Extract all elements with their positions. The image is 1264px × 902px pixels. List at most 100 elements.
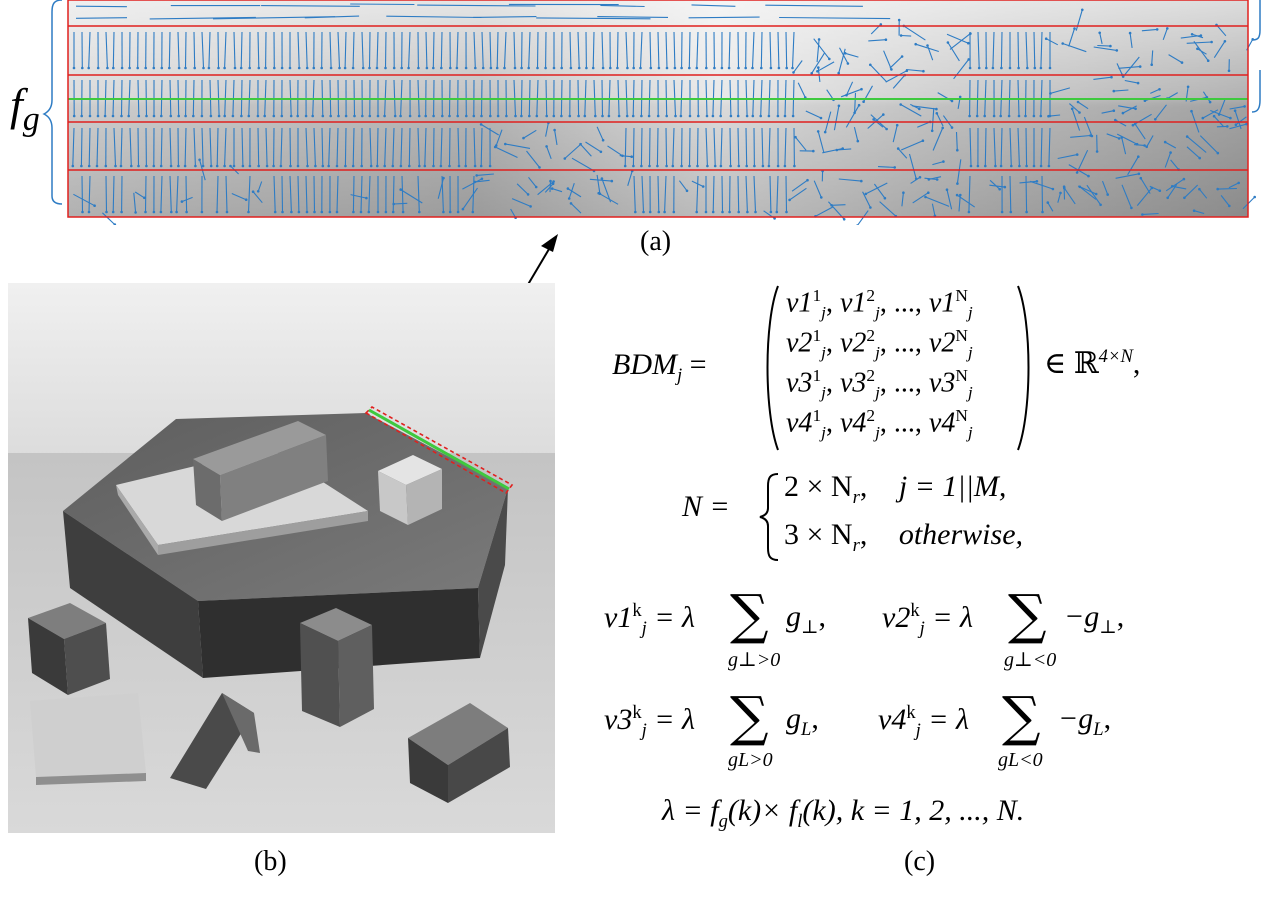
field-arrow-head	[1206, 59, 1210, 62]
right-block-side	[448, 728, 510, 803]
field-arrow	[1009, 175, 1012, 213]
field-arrow-head	[1099, 203, 1102, 207]
stand-block-top	[300, 608, 372, 641]
field-arrow-head	[935, 178, 939, 181]
field-arrow-head	[992, 114, 996, 118]
field-arrow-head	[753, 164, 756, 168]
right-block-front	[408, 738, 448, 803]
field-arrow-head	[128, 66, 131, 70]
field-arrow	[570, 203, 582, 214]
field-arrow-head	[81, 66, 84, 70]
v2-term-perp: ⊥	[1099, 617, 1117, 638]
field-arrow	[791, 31, 795, 69]
field-arrow-head	[130, 164, 133, 168]
box-front	[193, 459, 222, 521]
field-arrow	[1050, 87, 1071, 94]
blocks-photo	[8, 283, 555, 833]
field-arrow	[873, 118, 884, 128]
field-arrow-head	[760, 66, 763, 70]
field-arrow-head	[902, 191, 905, 194]
field-arrow	[1229, 105, 1245, 110]
v2-term: −g⊥,	[1064, 602, 1124, 638]
field-arrow-head	[88, 114, 92, 118]
field-arrow	[384, 127, 387, 167]
field-arrow-head	[921, 139, 925, 142]
field-arrow	[1235, 116, 1247, 126]
field-arrow-head	[1025, 210, 1028, 214]
field-arrow-head	[343, 66, 347, 70]
field-arrow	[601, 178, 612, 203]
field-arrow-head	[112, 66, 115, 70]
field-arrow	[873, 183, 886, 199]
field-arrow-head	[528, 114, 531, 118]
field-arrow	[273, 175, 276, 213]
field-arrow	[768, 127, 771, 167]
field-arrow	[401, 175, 404, 213]
field-arrow-head	[737, 164, 741, 168]
bdm-ellipsis: , ...,	[879, 287, 929, 319]
field-arrow	[1220, 195, 1230, 207]
bdm-parens	[766, 285, 1030, 451]
field-arrow-head	[280, 66, 284, 70]
field-arrow	[231, 192, 247, 201]
field-arrow-head	[180, 200, 184, 203]
field-arrow-head	[1087, 174, 1090, 178]
field-arrow-head	[567, 197, 571, 200]
bdm-lhs-text: BDM	[612, 348, 677, 381]
v3-sum-sign: ∑	[730, 685, 769, 748]
field-arrow-head	[1141, 213, 1144, 216]
bdm-left-paren	[766, 285, 779, 451]
v4-term-comma: ,	[1103, 702, 1112, 735]
field-arrow-head	[647, 114, 651, 118]
field-arrow-head	[312, 66, 316, 70]
field-arrow	[1041, 175, 1044, 213]
field-arrow-head	[1128, 31, 1132, 35]
field-arrow-head	[72, 114, 76, 118]
bdm-row: v31j, v32j, ..., v3Nj	[786, 366, 973, 403]
field-arrow-head	[665, 66, 669, 70]
field-arrow	[369, 127, 372, 167]
field-arrow	[247, 175, 251, 213]
field-arrow	[1069, 103, 1080, 113]
field-arrow-head	[1009, 210, 1013, 214]
field-arrow-head	[869, 63, 872, 67]
field-arrow	[313, 175, 316, 213]
field-arrow	[1118, 66, 1141, 69]
field-arrow	[712, 175, 715, 213]
field-arrow	[949, 33, 971, 50]
field-arrow	[673, 31, 676, 69]
field-arrow	[1101, 180, 1109, 195]
v4-sub: j	[915, 720, 921, 741]
bdm-cell-sup: 1	[812, 406, 822, 425]
field-arrow-head	[408, 114, 412, 118]
field-arrow-head	[145, 114, 148, 118]
field-arrow-head	[241, 164, 245, 168]
v1-term-comma: ,	[818, 600, 827, 633]
field-arrow-head	[439, 164, 443, 168]
field-arrow	[144, 175, 147, 213]
field-arrow-head	[737, 210, 740, 214]
field-arrow	[1099, 32, 1103, 45]
field-arrow	[817, 61, 835, 72]
field-arrow-head	[304, 114, 308, 118]
field-arrow-head	[823, 130, 827, 134]
field-arrow	[892, 125, 898, 143]
field-arrow-head	[648, 164, 651, 168]
field-arrow	[208, 31, 211, 69]
field-arrow	[1057, 192, 1062, 203]
field-arrow	[901, 192, 904, 207]
field-arrow	[672, 127, 675, 167]
box-side	[220, 435, 328, 521]
field-arrow-head	[711, 114, 715, 118]
v4-lhs: v4	[878, 703, 907, 736]
field-arrow-head	[383, 114, 386, 118]
field-arrow	[664, 175, 667, 213]
field-arrow	[1191, 33, 1204, 39]
field-arrow-head	[918, 176, 922, 179]
field-arrow-head	[843, 52, 847, 55]
field-arrow-head	[229, 164, 232, 168]
field-arrow	[912, 192, 929, 204]
field-arrow-head	[969, 164, 973, 168]
n-case-1: 2 × Nr, j = 1||M,	[784, 472, 1006, 508]
field-arrow	[1048, 114, 1061, 117]
